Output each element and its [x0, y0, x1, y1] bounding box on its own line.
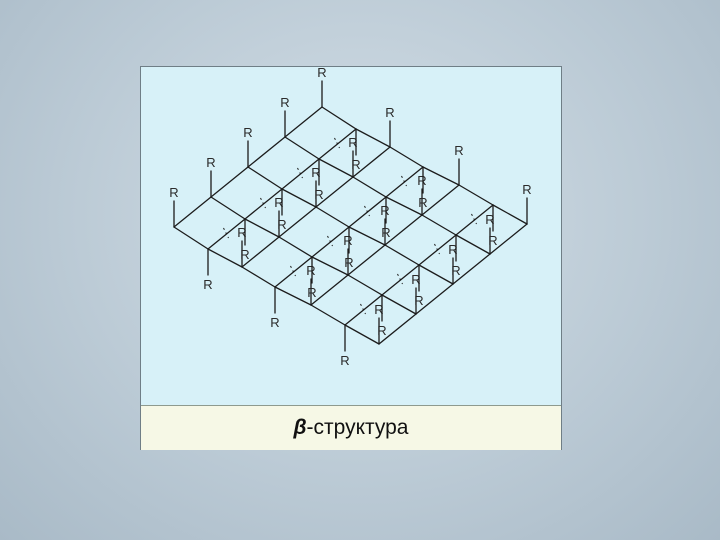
- strand-segment: [347, 274, 383, 296]
- strand-segment: [384, 244, 420, 266]
- strand-segment: [344, 324, 380, 345]
- strand-segment: [348, 226, 386, 246]
- r-group-label: R: [314, 187, 323, 202]
- pleat-rung: [421, 184, 460, 216]
- strand-segment: [422, 166, 460, 186]
- strand-segment: [321, 106, 357, 130]
- pleat-rung: [315, 176, 354, 208]
- strand-segment: [284, 136, 320, 160]
- hydrogen-bond-mark: [364, 205, 370, 217]
- r-group-label: R: [237, 225, 246, 240]
- r-group-label: R: [206, 155, 215, 170]
- strand-segment: [247, 166, 283, 190]
- r-group-label: R: [274, 195, 283, 210]
- r-group-label: R: [203, 277, 212, 292]
- strand-segment: [311, 256, 349, 276]
- r-group-label: R: [377, 323, 386, 338]
- r-group-label: R: [418, 195, 427, 210]
- r-group-label: R: [385, 105, 394, 120]
- strand-segment: [173, 226, 209, 250]
- r-group-label: R: [448, 242, 457, 257]
- strand-segment: [310, 304, 346, 326]
- r-group-label: R: [454, 143, 463, 158]
- hydrogen-bond-mark: [290, 265, 296, 277]
- strand-segment: [315, 206, 350, 228]
- strand-segment: [274, 286, 312, 306]
- strand-segment: [492, 204, 528, 225]
- caption-beta-symbol: β: [293, 416, 307, 439]
- strand-segment: [281, 188, 317, 208]
- pleat-rung: [384, 214, 423, 246]
- hydrogen-bond-mark: [397, 273, 403, 285]
- strand-segment: [355, 128, 391, 148]
- strand-segment: [244, 218, 280, 238]
- strand-segment: [241, 266, 276, 288]
- pleat-rung: [210, 166, 249, 198]
- strand-segment: [278, 236, 313, 258]
- hydrogen-bond-mark: [471, 213, 477, 225]
- hydrogen-bond-mark: [260, 197, 266, 209]
- hydrogen-bond-mark: [223, 227, 229, 239]
- strand-segment: [418, 264, 454, 285]
- strand-segment: [381, 294, 417, 315]
- hydrogen-bond-mark: [360, 303, 366, 315]
- strand-segment: [385, 196, 423, 216]
- hydrogen-bond-mark: [327, 235, 333, 247]
- r-group-label: R: [411, 272, 420, 287]
- pleat-rung: [415, 283, 454, 315]
- r-group-label: R: [306, 263, 315, 278]
- pleat-rung: [310, 274, 349, 306]
- r-group-label: R: [417, 173, 426, 188]
- r-group-label: R: [374, 302, 383, 317]
- r-group-label: R: [488, 233, 497, 248]
- hydrogen-bond-mark: [434, 243, 440, 255]
- r-group-label: R: [380, 203, 389, 218]
- r-group-label: R: [344, 255, 353, 270]
- r-group-label: R: [343, 233, 352, 248]
- r-group-label: R: [348, 135, 357, 150]
- hydrogen-bond-mark: [297, 167, 303, 179]
- r-group-label: R: [351, 157, 360, 172]
- r-group-label: R: [280, 95, 289, 110]
- r-group-label: R: [317, 67, 326, 80]
- r-group-label: R: [270, 315, 279, 330]
- pleat-rung: [378, 313, 417, 345]
- strand-segment: [389, 146, 424, 168]
- r-group-label: R: [277, 217, 286, 232]
- hydrogen-bond-mark: [334, 137, 340, 149]
- pleat-rung: [241, 236, 280, 268]
- r-group-label: R: [414, 293, 423, 308]
- caption-bar: β-структура: [141, 405, 561, 450]
- hydrogen-bond-mark: [401, 175, 407, 187]
- pleat-rung: [247, 136, 286, 168]
- caption-text: -структура: [306, 416, 409, 439]
- pleat-rung: [278, 206, 317, 238]
- pleat-rung: [284, 106, 323, 138]
- r-group-label: R: [485, 212, 494, 227]
- strand-segment: [210, 196, 246, 220]
- r-group-label: R: [240, 247, 249, 262]
- r-group-label: R: [522, 182, 531, 197]
- pleat-rung: [489, 223, 528, 255]
- strand-segment: [318, 158, 354, 178]
- r-group-label: R: [243, 125, 252, 140]
- r-group-label: R: [381, 225, 390, 240]
- r-group-label: R: [311, 165, 320, 180]
- strand-segment: [207, 248, 243, 268]
- r-group-label: R: [340, 353, 349, 368]
- strand-segment: [458, 184, 494, 206]
- pleat-rung: [173, 196, 212, 228]
- pleat-rung: [347, 244, 386, 276]
- strand-segment: [421, 214, 457, 236]
- pleat-rung: [352, 146, 391, 178]
- strand-segment: [352, 176, 387, 198]
- r-group-label: R: [307, 285, 316, 300]
- strand-segment: [455, 234, 491, 255]
- r-group-label: R: [169, 185, 178, 200]
- pleat-rung: [452, 253, 491, 285]
- r-group-label: R: [451, 263, 460, 278]
